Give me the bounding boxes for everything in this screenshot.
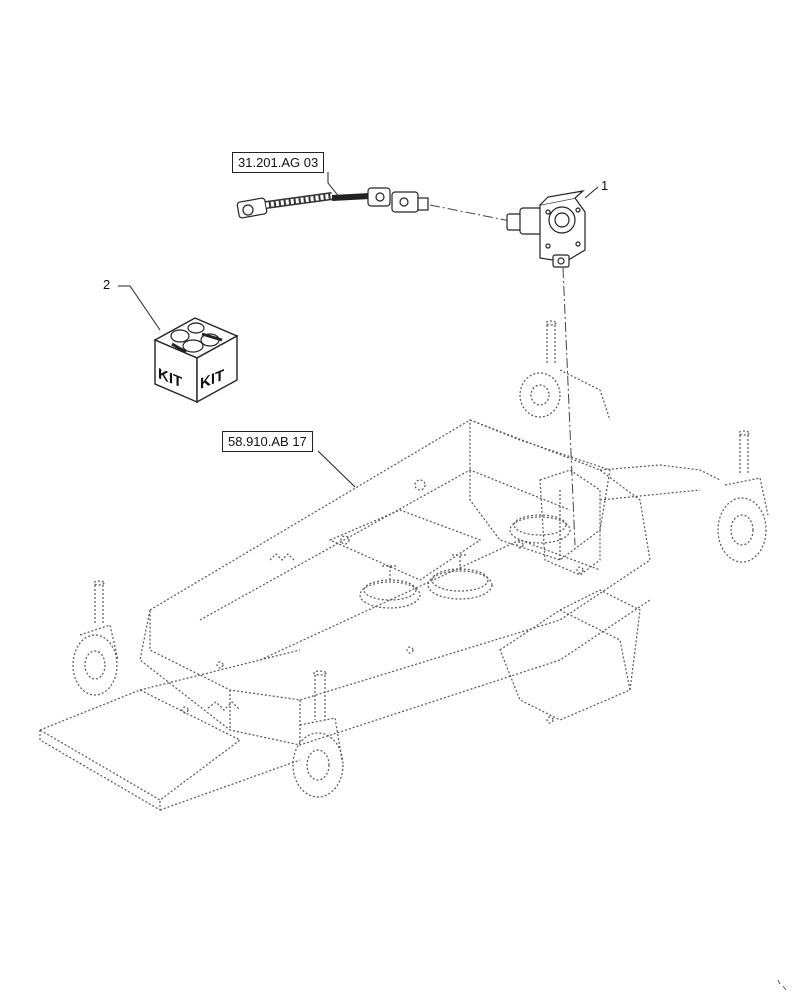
phantom-link-gearbox-deck [562,267,576,546]
phantom-link-shaft-gearbox [429,204,516,223]
leader-line-driveshaft-ref [327,172,341,199]
leader-line-item-2 [118,285,161,331]
leader-line-deck-ref [317,450,356,488]
deck-reference-label[interactable]: 58.910.AB 17 [222,431,313,452]
callout-item-2: 2 [103,277,111,292]
leader-line-item-1 [584,186,599,199]
gearbox-part [506,190,586,268]
driveshaft-assembly [236,187,429,219]
driveshaft-reference-label[interactable]: 31.201.AG 03 [232,152,325,173]
kit-box [153,317,239,404]
mower-deck-phantom [38,419,721,812]
callout-item-1: 1 [601,178,609,193]
caster-wheels-phantom [72,320,769,798]
corner-mark [777,979,787,991]
